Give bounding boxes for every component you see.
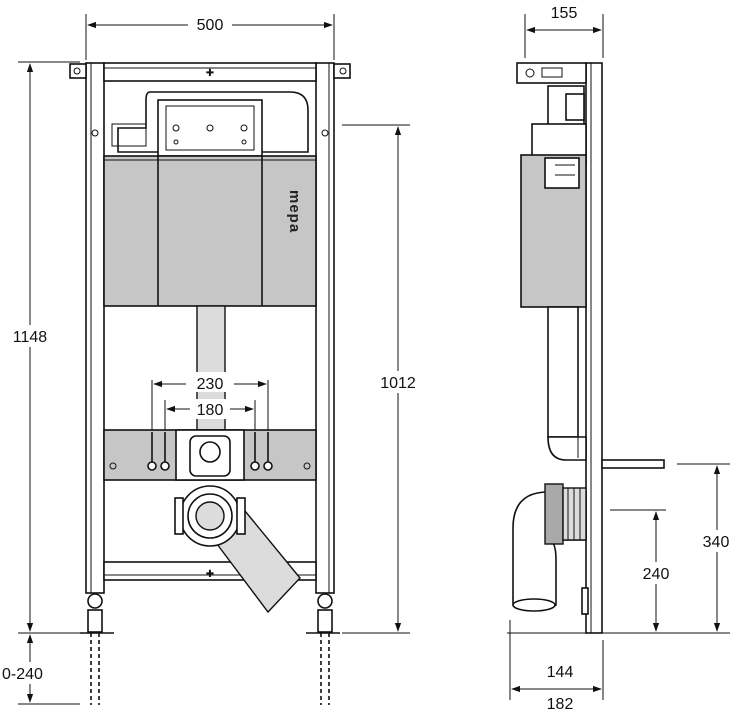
dimension-depth-144-182: 144 182 [511, 640, 604, 713]
dimension-flush-340: 340 [677, 463, 737, 632]
outlet-height-label: 240 [643, 566, 670, 583]
leg-adjust-label: 0-240 [2, 666, 43, 683]
width-label: 500 [197, 17, 224, 34]
spacing-outer-label: 230 [197, 376, 224, 393]
flush-height-label: 340 [703, 534, 730, 551]
depth-label: 155 [551, 5, 578, 22]
dimension-leg-adjust: 0-240 [0, 634, 80, 705]
side-drain-bend [512, 483, 587, 612]
side-flush-pipe [547, 306, 587, 461]
svg-text:✚: ✚ [206, 68, 214, 79]
side-connection-rod [601, 459, 665, 469]
side-view: 155 [507, 2, 737, 713]
spacing-inner-label: 180 [197, 402, 224, 419]
dimension-height-1148: 1148 [4, 61, 80, 634]
dimension-frame-1012: 1012 [342, 124, 424, 634]
side-cistern [520, 123, 587, 308]
mepa-logo: mepa [286, 190, 303, 233]
dimension-depth-155: 155 [524, 2, 604, 58]
height-label: 1148 [13, 329, 48, 346]
depth-min-label: 144 [547, 664, 574, 681]
front-view: 500 1148 0-240 1012 [0, 14, 424, 705]
dimension-outlet-240: 240 [610, 509, 680, 632]
mounting-plate [103, 429, 317, 481]
depth-max-label: 182 [547, 696, 574, 713]
frame-height-label: 1012 [380, 375, 416, 392]
side-top-bracket [516, 62, 587, 127]
svg-text:✚: ✚ [206, 569, 214, 580]
side-frame [585, 62, 603, 634]
side-foot [507, 587, 730, 700]
cistern: mepa [103, 91, 317, 307]
drain-elbow [174, 485, 301, 614]
feet [80, 593, 340, 705]
dimension-spacing: 230 180 [151, 372, 269, 432]
dimension-width-500: 500 [85, 14, 335, 60]
